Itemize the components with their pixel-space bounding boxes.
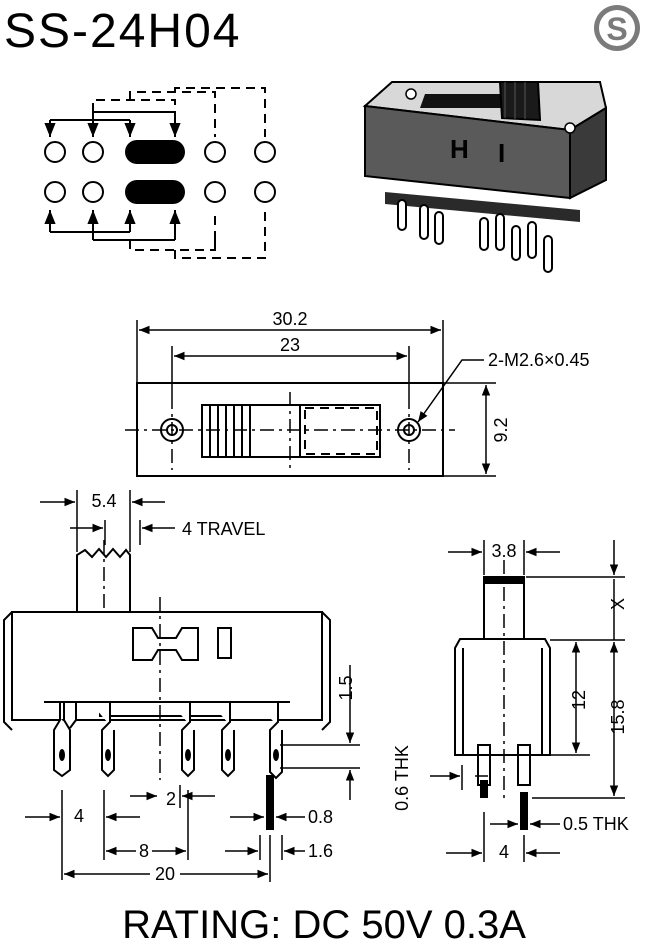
dim-12: 12 <box>569 690 589 710</box>
top-view-drawing: 30.2 23 9.2 2-M2.6×0.45 <box>125 309 590 477</box>
svg-text:S: S <box>606 11 627 47</box>
dim-pin-height: 1.5 <box>336 675 356 700</box>
dim-15-8: 15.8 <box>608 699 628 734</box>
dim-knob-w: 3.8 <box>491 541 516 561</box>
dim-hole-pitch: 23 <box>280 335 300 355</box>
dim-height: 9.2 <box>491 417 511 442</box>
dim-span-20: 20 <box>155 864 175 884</box>
dim-width: 30.2 <box>272 309 307 329</box>
hole-callout: 2-M2.6×0.45 <box>488 350 590 370</box>
dim-knob-width: 5.4 <box>91 491 116 511</box>
dim-pitch-4: 4 <box>74 806 84 826</box>
dim-pin-w-16: 1.6 <box>308 841 333 861</box>
svg-text:I: I <box>498 138 505 168</box>
dim-x: X <box>608 598 628 610</box>
dim-end-pitch-4: 4 <box>499 842 509 862</box>
dim-travel: 4 TRAVEL <box>182 519 265 539</box>
rating-text: RATING: DC 50V 0.3A <box>122 903 526 945</box>
dim-thk-05: 0.5 THK <box>563 814 629 834</box>
dim-pitch-8: 8 <box>139 841 149 861</box>
dim-pin-w-08: 0.8 <box>308 807 333 827</box>
s-logo-icon: S <box>594 5 640 51</box>
end-view-drawing: 3.8 X 12 15.8 0.6 THK 0.5 THK 4 <box>392 540 629 862</box>
dim-thk-06: 0.6 THK <box>392 745 412 811</box>
dim-pitch-2: 2 <box>166 789 176 809</box>
switch-3d-icon: H I <box>362 81 608 273</box>
side-view-drawing: 5.4 4 TRAVEL 1.5 4 2 8 20 <box>3 490 360 884</box>
part-title: SS-24H04 <box>4 5 241 58</box>
circuit-schematic <box>44 87 276 259</box>
svg-text:H: H <box>450 134 469 164</box>
